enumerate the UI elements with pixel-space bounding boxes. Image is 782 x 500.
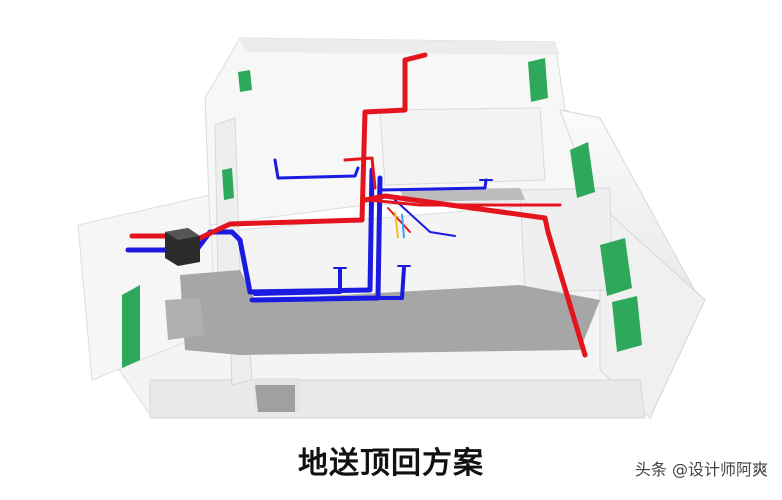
window-icon: [122, 285, 140, 368]
window-icon: [238, 70, 252, 92]
fan-unit: [165, 228, 200, 266]
return-duct: [273, 158, 360, 180]
return-duct: [378, 178, 488, 192]
floor-areas: [165, 188, 600, 412]
diagram-caption: 地送顶回方案: [298, 446, 484, 481]
floor-area-left: [165, 298, 205, 340]
windows: [122, 58, 642, 368]
supply-duct: [387, 207, 411, 233]
return-vent: [333, 179, 493, 269]
window-icon: [600, 238, 632, 296]
floor-area-main: [180, 270, 600, 355]
partition-wall-2: [379, 107, 546, 186]
diffuser-marks: [394, 211, 405, 239]
fan-unit-top: [165, 228, 200, 240]
supply-ducts: [129, 52, 588, 358]
watermark-text: 头条 @设计师阿爽: [634, 460, 768, 479]
supply-duct: [362, 193, 588, 358]
supply-duct: [343, 156, 377, 190]
return-duct: [378, 266, 406, 300]
supply-duct: [366, 198, 562, 207]
floor-area-bottom: [255, 385, 295, 412]
front-wall: [149, 379, 646, 419]
partition-wall-1: [214, 117, 241, 283]
window-icon: [612, 296, 642, 352]
return-duct: [394, 199, 456, 237]
back-wall-top: [240, 38, 560, 55]
return-duct: [253, 268, 342, 296]
supply-duct: [197, 52, 428, 241]
window-icon: [222, 168, 234, 200]
floor-area-right: [400, 188, 525, 202]
building-shell: [77, 37, 706, 419]
window-icon: [570, 142, 595, 198]
window-icon: [528, 58, 548, 102]
